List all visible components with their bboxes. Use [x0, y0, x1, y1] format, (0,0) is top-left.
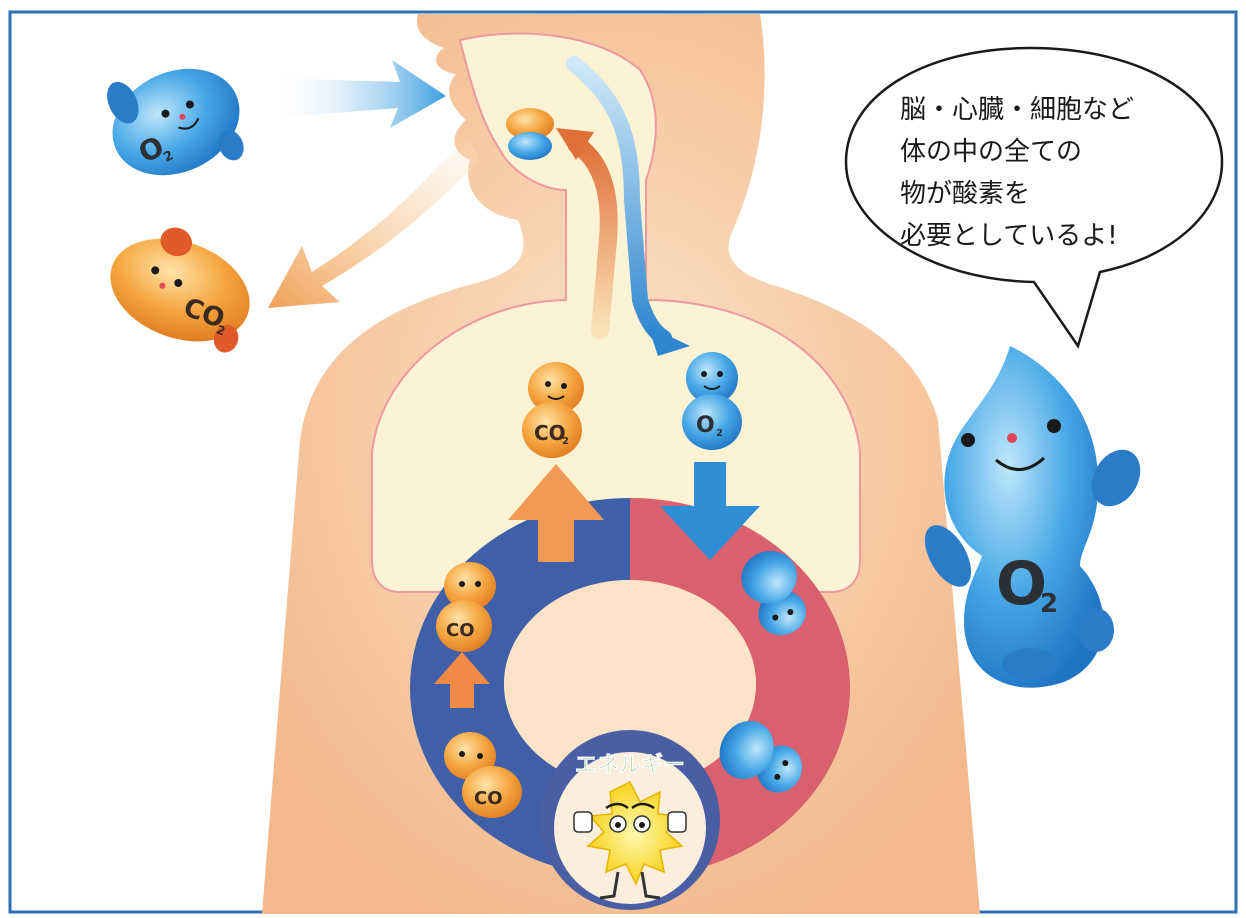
o2-character-inhaled: O 2: [107, 68, 244, 176]
o2-large-symbol: O: [996, 549, 1047, 619]
co2-vein-upper-symbol: CO: [446, 620, 475, 641]
o2-lungs-subscript: 2: [716, 428, 723, 439]
co2-character-exhaled: CO 2: [110, 227, 250, 353]
co2-lungs-subscript: 2: [562, 436, 569, 447]
o2-character-large: O 2: [924, 346, 1141, 688]
o2-to-blood-arrow: [660, 462, 760, 560]
speech-line-3: 物が酸素を: [900, 179, 1030, 209]
speech-bubble: 脳・心臓・細胞など 体の中の全ての 物が酸素を 必要としているよ!: [844, 46, 1224, 349]
speech-line-4: 必要としているよ!: [900, 221, 1118, 251]
o2-character-artery-upper: [741, 550, 806, 636]
exhale-arrow: [268, 140, 480, 308]
energy-label: エネルギー: [575, 753, 685, 778]
vein-flow-arrow: [434, 652, 490, 708]
co2-vein-lower-symbol: CO: [474, 788, 503, 809]
co2-exhale-path-arrow: [567, 135, 618, 339]
mouth-molecule-pair: [506, 108, 554, 160]
o2-character-artery-lower: [719, 720, 803, 793]
o2-large-subscript: 2: [1040, 589, 1058, 619]
co2-lungs-symbol: CO: [534, 421, 566, 445]
energy-sun-character: [573, 780, 687, 900]
o2-inhale-path-arrowhead: [648, 326, 690, 356]
speech-line-2: 体の中の全ての: [900, 137, 1082, 167]
airway-lungs-region: [371, 32, 861, 593]
o2-lungs-symbol: O: [696, 413, 715, 438]
co2-character-lungs: CO 2: [522, 362, 584, 458]
co2-character-vein-upper: CO: [436, 562, 496, 652]
co2-character-vein-lower: CO: [444, 732, 522, 818]
inhale-arrow: [270, 60, 446, 128]
speech-line-1: 脳・心臓・細胞など: [900, 95, 1134, 125]
co2-exhale-path-arrowhead: [556, 128, 594, 160]
o2-inhale-path-arrow: [566, 56, 672, 346]
co2-to-lungs-arrow: [508, 464, 604, 562]
o2-character-lungs: O 2: [682, 352, 742, 450]
ring-hole: [504, 580, 756, 788]
